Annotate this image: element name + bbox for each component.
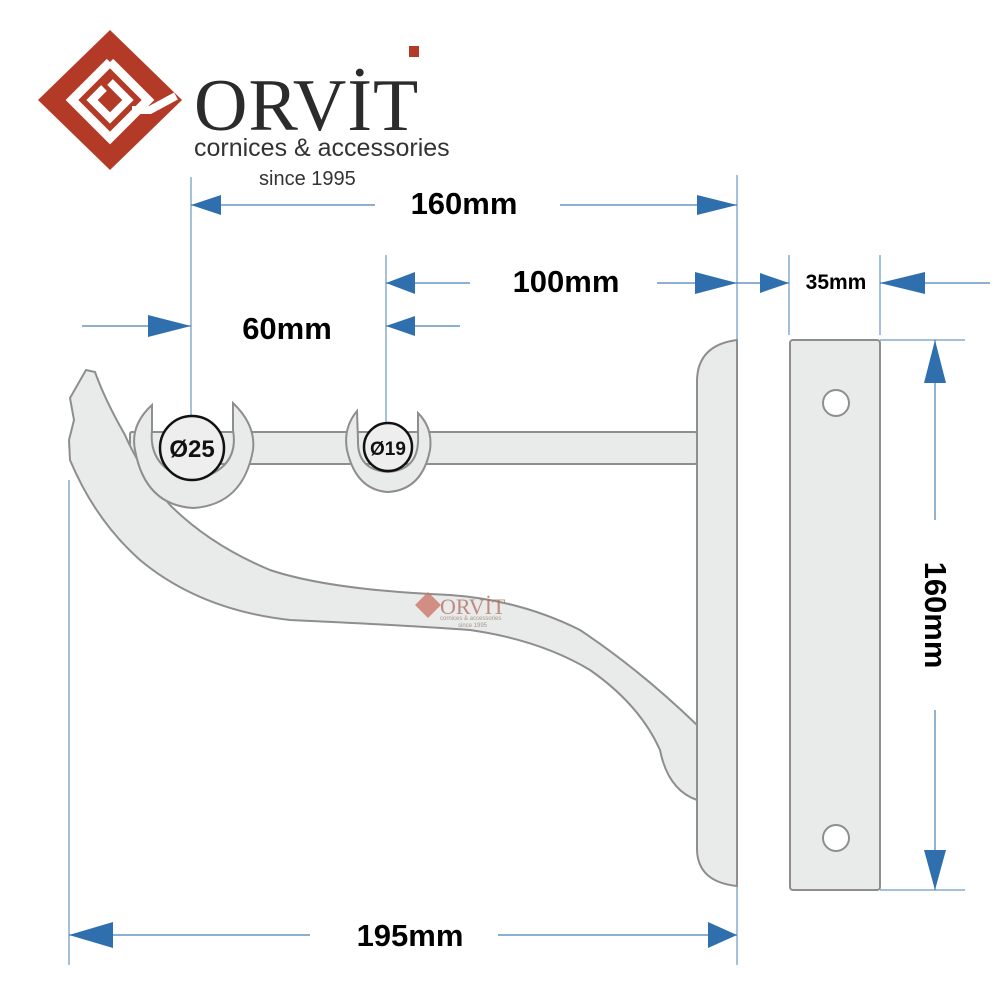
brand-tagline: cornices & accessories bbox=[194, 134, 450, 162]
dimension-195mm: 195mm bbox=[357, 918, 464, 953]
svg-text:cornices & accessories: cornices & accessories bbox=[440, 616, 501, 622]
dimension-arrows bbox=[69, 195, 990, 948]
screw-hole-icon bbox=[822, 389, 850, 417]
rod-19-label: Ø19 bbox=[370, 439, 406, 460]
brand-since: since 1995 bbox=[259, 168, 356, 190]
dimension-160mm-projection: 160mm bbox=[411, 186, 518, 221]
bracket-arm bbox=[67, 338, 738, 888]
brand-i-dot bbox=[409, 46, 419, 57]
svg-text:since 1995: since 1995 bbox=[458, 623, 488, 629]
watermark-logo: ORVİT cornices & accessories since 1995 bbox=[415, 592, 506, 629]
watermark-diamond-icon bbox=[415, 592, 441, 618]
dimension-35mm: 35mm bbox=[806, 271, 867, 294]
dimension-160mm-height: 160mm bbox=[918, 562, 953, 669]
svg-text:ORVİT: ORVİT bbox=[440, 594, 506, 619]
logo-diamond-icon bbox=[38, 30, 182, 170]
rod-25-label: Ø25 bbox=[169, 436, 214, 463]
rod-19: Ø19 bbox=[362, 421, 414, 473]
dimension-60mm: 60mm bbox=[242, 311, 332, 346]
wall-plate bbox=[789, 339, 881, 891]
brand-name: ORVİT bbox=[194, 65, 419, 147]
rod-25: Ø25 bbox=[158, 414, 226, 482]
dimension-100mm: 100mm bbox=[513, 264, 620, 299]
screw-hole-icon bbox=[822, 824, 850, 852]
orvit-logo: ORVİT cornices & accessories since 1995 bbox=[38, 30, 450, 190]
